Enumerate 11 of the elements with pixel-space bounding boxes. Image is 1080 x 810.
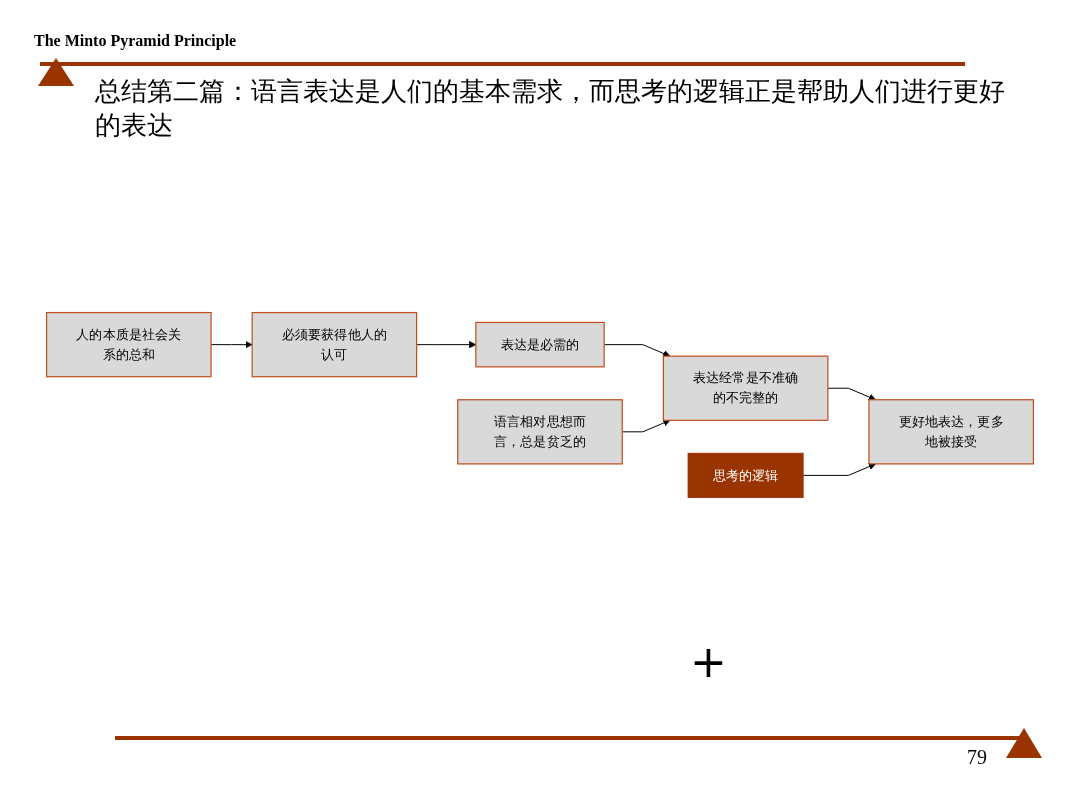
- node-box: 表达经常是不准确的不完整的: [662, 355, 829, 421]
- header-text: The Minto Pyramid Principle: [34, 32, 237, 50]
- node-box: 表达是必需的: [475, 321, 605, 368]
- page-number: 79: [967, 746, 987, 769]
- node-box: 必须要获得他人的认可: [251, 311, 418, 378]
- node-box: 语言相对思想而言，总是贫乏的: [457, 399, 623, 465]
- plus-sign: +: [690, 640, 727, 684]
- slide-title: 总结第二篇：语言表达是人们的基本需求，而思考的逻辑正是帮助人们进行更好的表达: [95, 75, 1006, 142]
- node-box: 人的本质是社会关系的总和: [45, 311, 212, 378]
- node-box: 更好地表达，更多地被接受: [868, 399, 1035, 465]
- node-box: 思考的逻辑: [687, 452, 804, 498]
